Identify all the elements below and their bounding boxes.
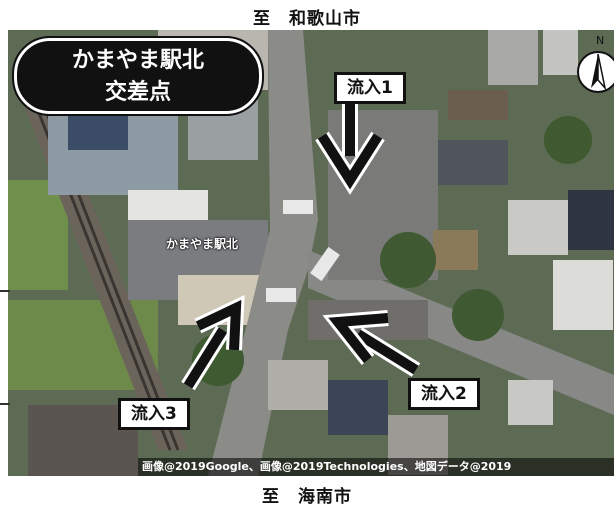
- building-label: かまやま駅北: [166, 237, 239, 251]
- margin-mark: [0, 403, 10, 405]
- margin-mark: [0, 290, 10, 292]
- inflow-2-arrow: [322, 310, 421, 377]
- inflow-3-arrow: [181, 295, 245, 391]
- north-compass-icon: N: [570, 34, 614, 98]
- inflow-3-label: 流入3: [118, 398, 190, 430]
- intersection-title-line1: かまやま駅北: [71, 48, 204, 73]
- intersection-title: かまやま駅北 交差点: [12, 36, 264, 116]
- destination-south-label: 至 海南市: [262, 487, 352, 507]
- intersection-title-line2: 交差点: [104, 80, 171, 105]
- inflow-2-label: 流入2: [408, 378, 480, 410]
- compass-label: N: [596, 34, 604, 47]
- inflow-1-label: 流入1: [334, 72, 406, 104]
- destination-north-label: 至 和歌山市: [253, 9, 361, 29]
- copyright-notice: 画像@2019Google、画像@2019Technologies、地図データ@…: [138, 458, 614, 476]
